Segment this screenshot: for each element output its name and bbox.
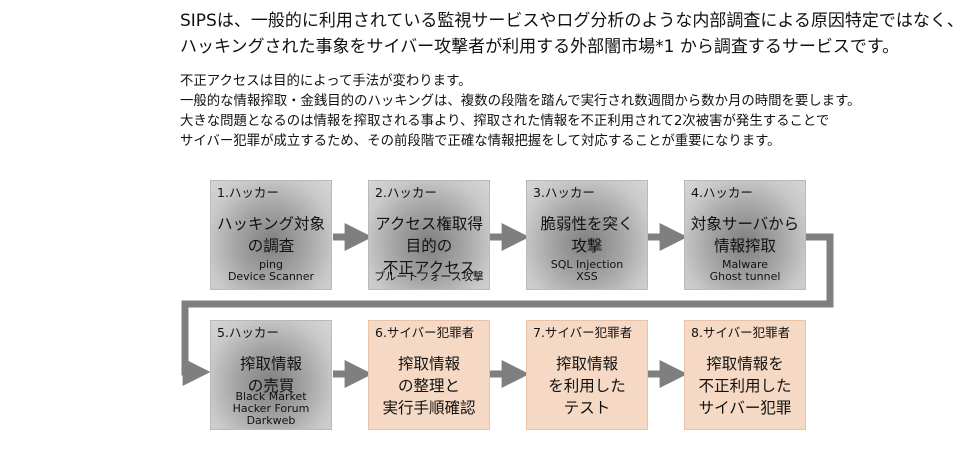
intro-line-1: SIPSは、一般的に利用されている監視サービスやログ分析のような内部調査による原… — [180, 11, 964, 31]
step-title: 搾取情報 を利用した テスト — [548, 355, 626, 417]
step-title: ハッキング対象 の調査 — [216, 215, 326, 255]
intro-text: SIPSは、一般的に利用されている監視サービスやログ分析のような内部調査による原… — [180, 8, 964, 152]
intro-line-3: 不正アクセスは目的によって手法が変わります。 — [180, 74, 472, 89]
step-box-1: 1.ハッカー ハッキング対象 の調査 ping Device Scanner — [210, 180, 332, 290]
step-title: 搾取情報 の整理と 実行手順確認 — [382, 355, 476, 417]
step-label: 4.ハッカー — [691, 185, 753, 200]
step-box-6: 6.サイバー犯罪者 搾取情報 の整理と 実行手順確認 — [368, 320, 490, 430]
step-title: アクセス権取得 目的の 不正アクセス — [375, 215, 483, 277]
step-box-3: 3.ハッカー 脆弱性を突く 攻撃 SQL Injection XSS — [526, 180, 648, 290]
step-box-8: 8.サイバー犯罪者 搾取情報を 不正利用した サイバー犯罪 — [684, 320, 806, 430]
step-technique: ブルートフォース攻撃 — [374, 270, 484, 283]
step-label: 8.サイバー犯罪者 — [691, 325, 791, 340]
step-box-4: 4.ハッカー 対象サーバから 情報搾取 Malware Ghost tunnel — [684, 180, 806, 290]
step-title: 対象サーバから 情報搾取 — [690, 215, 800, 255]
step-technique: SQL Injection XSS — [550, 258, 624, 283]
step-label: 1.ハッカー — [217, 185, 279, 200]
step-label: 3.ハッカー — [533, 185, 595, 200]
step-label: 2.ハッカー — [375, 185, 437, 200]
step-box-7: 7.サイバー犯罪者 搾取情報 を利用した テスト — [526, 320, 648, 430]
step-label: 6.サイバー犯罪者 — [375, 325, 475, 340]
step-technique: ping Device Scanner — [227, 258, 315, 283]
step-box-5: 5.ハッカー 搾取情報 の売買 Black Market Hacker Foru… — [210, 320, 332, 430]
step-title: 搾取情報 の売買 — [239, 355, 302, 395]
step-title: 脆弱性を突く 攻撃 — [540, 215, 634, 255]
step-label: 7.サイバー犯罪者 — [533, 325, 633, 340]
intro-line-6: サイバー犯罪が成立するため、その前段階で正確な情報把握をして対応することが重要に… — [180, 134, 781, 149]
intro-line-4: 一般的な情報搾取・金銭目的のハッキングは、複数の段階を踏んで実行され数週間から数… — [180, 94, 861, 109]
step-technique: Malware Ghost tunnel — [709, 258, 781, 283]
step-title: 搾取情報を 不正利用した サイバー犯罪 — [698, 355, 792, 417]
step-box-2: 2.ハッカー アクセス権取得 目的の 不正アクセス ブルートフォース攻撃 — [368, 180, 490, 290]
arrow-4-5 — [181, 233, 834, 386]
intro-line-2: ハッキングされた事象をサイバー攻撃者が利用する外部闇市場*1 から調査するサービ… — [180, 37, 900, 57]
step-technique: Black Market Hacker Forum Darkweb — [232, 390, 310, 427]
step-label: 5.ハッカー — [217, 325, 279, 340]
intro-line-5: 大きな問題となるのは情報を搾取される事より、搾取された情報を不正利用されて2次被… — [180, 114, 830, 129]
